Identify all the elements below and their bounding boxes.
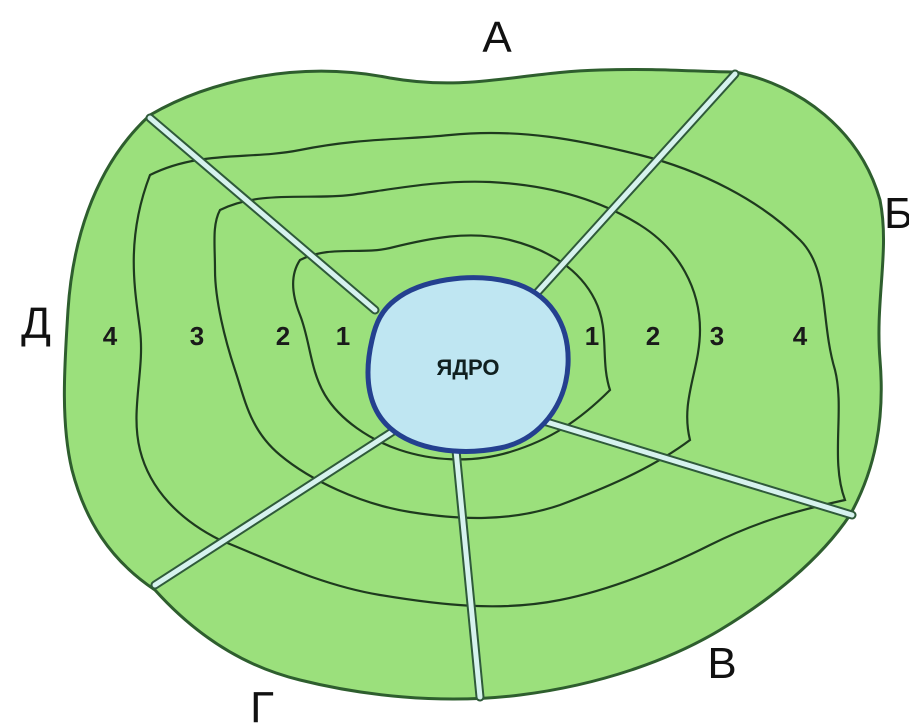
sector-label-d: Д <box>21 299 51 348</box>
sector-label-b: Б <box>884 189 909 238</box>
zone-label-right-3: 3 <box>710 321 724 351</box>
zone-2-boundary <box>213 180 702 520</box>
core-shape <box>365 275 571 454</box>
sector-label-v: В <box>707 639 736 688</box>
sector-label-a: А <box>482 13 512 62</box>
zone-label-right-4: 4 <box>793 321 808 351</box>
zone-label-left-3: 3 <box>190 321 204 351</box>
zone-label-left-4: 4 <box>103 321 118 351</box>
zone-label-left-2: 2 <box>276 321 290 351</box>
sector-dividers <box>145 69 857 702</box>
zone-label-right-1: 1 <box>585 321 599 351</box>
zone-label-left-1: 1 <box>336 321 350 351</box>
zone-1-boundary <box>292 234 612 461</box>
zone-3-boundary <box>132 131 847 608</box>
core-label: ЯДРО <box>437 355 500 380</box>
sector-label-g: Г <box>250 683 274 727</box>
zone-label-right-2: 2 <box>646 321 660 351</box>
